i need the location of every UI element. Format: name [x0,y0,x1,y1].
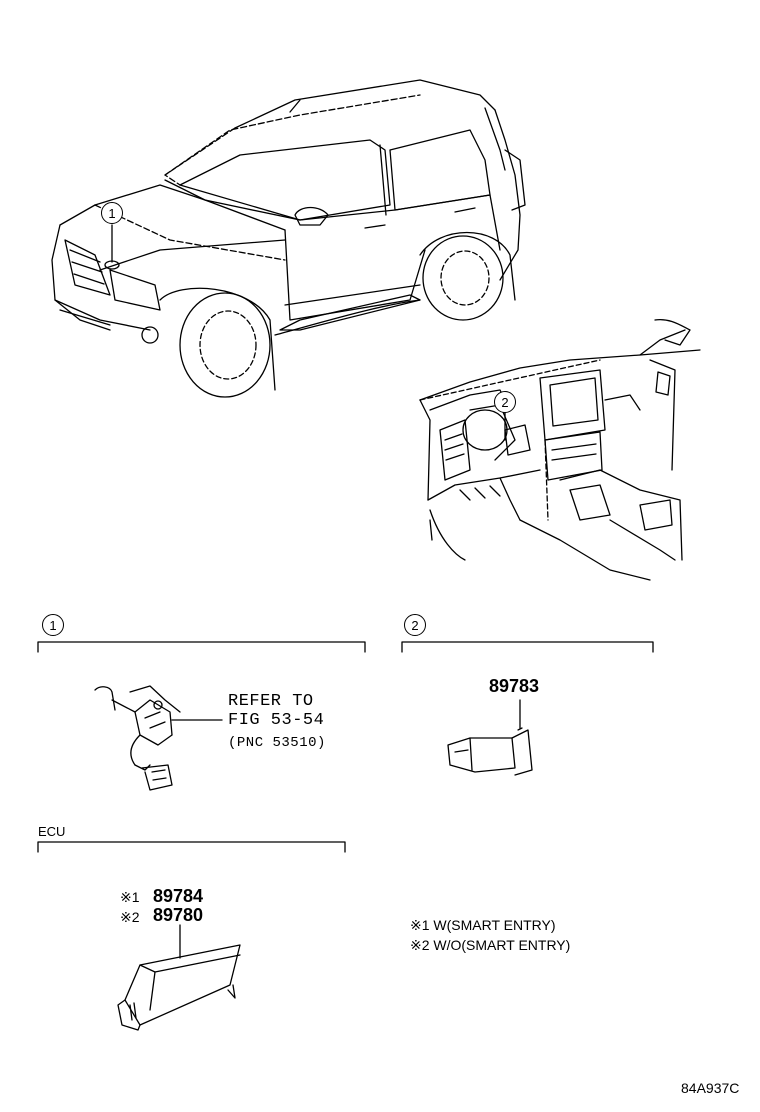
section-brackets [37,641,654,853]
vehicle-illustration [51,79,526,398]
section-1-number: 1 [42,614,64,636]
refer-text-line2: FIG 53-54 [228,711,325,730]
callout-2-dashboard: 2 [494,391,516,413]
dashboard-illustration [419,319,701,581]
refer-text-line1: REFER TO [228,692,314,711]
ecu-module-illustration [117,924,241,1031]
note-smart-entry: ※1 W(SMART ENTRY) [410,917,556,933]
ecu-b-mark: ※2 [120,909,140,925]
section-ecu-title: ECU [38,824,66,839]
part-number-89784: 89784 [153,886,204,906]
note-without-smart-entry: ※2 W/O(SMART ENTRY) [410,937,571,953]
refer-text-line3: (PNC 53510) [228,735,326,751]
horn-assembly-illustration [94,685,223,791]
part-89783-illustration [447,699,533,776]
callout-1-vehicle: 1 [101,202,123,224]
ecu-a-mark: ※1 [120,889,140,905]
figure-code: 84A937C [681,1080,740,1096]
part-number-89783: 89783 [489,676,540,696]
section-2-number: 2 [404,614,426,636]
part-number-89780: 89780 [153,905,204,925]
